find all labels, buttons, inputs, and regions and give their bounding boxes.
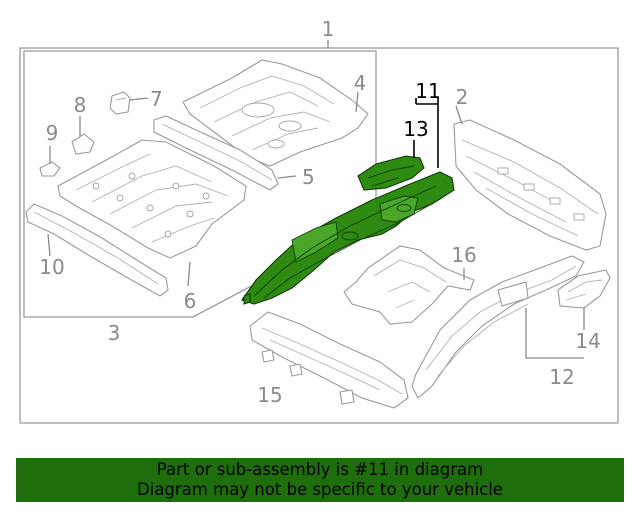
callout-12: 12 bbox=[549, 365, 574, 389]
callout-15: 15 bbox=[257, 383, 282, 407]
part-13-brace[interactable] bbox=[357, 155, 425, 191]
callout-5: 5 bbox=[302, 165, 315, 189]
part-12-side-member[interactable] bbox=[411, 255, 585, 399]
part-5-cross-member[interactable] bbox=[153, 115, 279, 191]
callout-7: 7 bbox=[150, 87, 163, 111]
callout-1: 1 bbox=[322, 17, 335, 41]
callout-14: 14 bbox=[575, 329, 600, 353]
part-9-clip[interactable] bbox=[39, 161, 61, 177]
banner-line-1: Part or sub-assembly is #11 in diagram bbox=[156, 460, 484, 479]
callout-6: 6 bbox=[184, 289, 197, 313]
callout-9: 9 bbox=[46, 121, 59, 145]
callout-2: 2 bbox=[456, 85, 469, 109]
part-16-bracket[interactable] bbox=[343, 245, 475, 325]
part-8-clip[interactable] bbox=[71, 133, 95, 155]
assembly-frame bbox=[19, 47, 619, 424]
callout-11: 11 bbox=[415, 79, 440, 103]
callout-3: 3 bbox=[108, 321, 121, 345]
part-2-rear-panel[interactable] bbox=[453, 119, 607, 251]
part-4-rear-floor-pan[interactable] bbox=[182, 59, 369, 167]
callout-13: 13 bbox=[403, 117, 428, 141]
info-banner: Part or sub-assembly is #11 in diagram D… bbox=[16, 458, 624, 502]
part-7-bracket[interactable] bbox=[109, 91, 131, 115]
part-14-plate[interactable] bbox=[557, 269, 611, 309]
callout-8: 8 bbox=[74, 93, 87, 117]
banner-line-2: Diagram may not be specific to your vehi… bbox=[137, 480, 503, 499]
callout-10: 10 bbox=[39, 255, 64, 279]
part-6-front-floor-pan[interactable] bbox=[57, 139, 247, 259]
callout-4: 4 bbox=[354, 71, 367, 95]
part-10-side-rail[interactable] bbox=[25, 203, 169, 297]
parts-diagram: 1 2 3 4 5 6 7 8 9 10 11 12 13 14 15 16 bbox=[19, 17, 619, 424]
part-15-cross-member[interactable] bbox=[249, 311, 409, 409]
callout-16: 16 bbox=[451, 243, 476, 267]
part-11-center-member[interactable] bbox=[241, 171, 455, 305]
